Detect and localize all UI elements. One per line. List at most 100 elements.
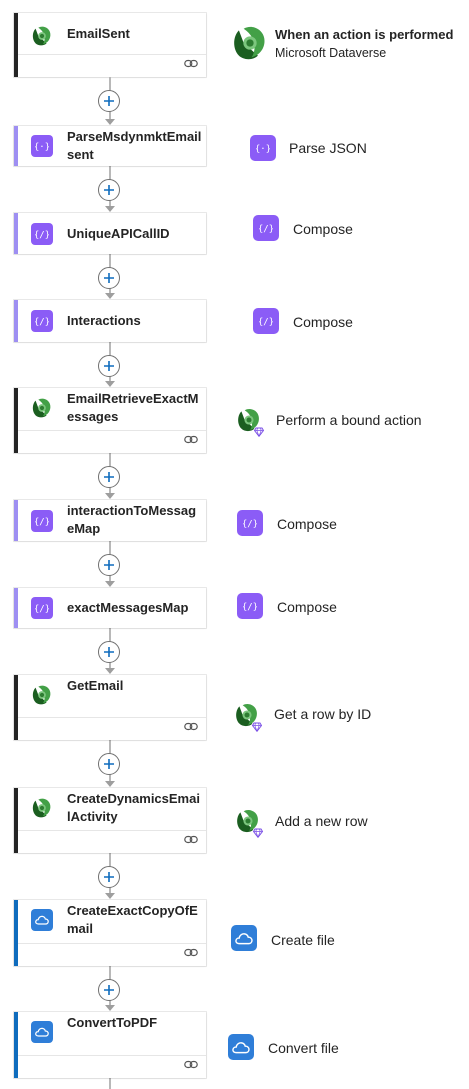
compose-icon: {/} xyxy=(31,223,53,245)
link-icon[interactable] xyxy=(184,944,198,962)
step-side-label: Convert file xyxy=(268,1040,339,1056)
connector-arrow xyxy=(105,206,115,212)
add-step-button[interactable] xyxy=(98,554,120,576)
link-icon[interactable] xyxy=(184,718,198,736)
add-step-button[interactable] xyxy=(98,753,120,775)
step-side-label: Perform a bound action xyxy=(276,412,422,428)
compose-icon: {/} xyxy=(31,597,53,619)
card-title: EmailRetrieveExactMessages xyxy=(67,391,199,424)
connector-arrow xyxy=(105,893,115,899)
card-title: interactionToMessageMap xyxy=(67,503,197,536)
card-title: CreateDynamicsEmailActivity xyxy=(67,791,200,824)
card-footer xyxy=(18,830,206,853)
compose-icon: {/} xyxy=(253,308,279,334)
add-step-button[interactable] xyxy=(98,979,120,1001)
step-side-label: Compose xyxy=(293,221,353,237)
dataverse-icon xyxy=(234,702,260,728)
connector-arrow xyxy=(105,1005,115,1011)
trigger-side-subtitle: Microsoft Dataverse xyxy=(275,46,387,60)
card-interactions[interactable]: {/} Interactions xyxy=(14,300,206,342)
card-footer xyxy=(18,943,206,966)
premium-icon xyxy=(252,825,264,843)
card-title: UniqueAPICallID xyxy=(67,226,170,241)
svg-text:{/}: {/} xyxy=(259,318,273,328)
add-step-button[interactable] xyxy=(98,179,120,201)
connector-arrow xyxy=(105,381,115,387)
svg-text:{·}: {·} xyxy=(35,143,49,153)
card-createact[interactable]: CreateDynamicsEmailActivity xyxy=(14,788,206,853)
step-side-label: Compose xyxy=(277,516,337,532)
svg-text:{/}: {/} xyxy=(243,520,257,530)
svg-text:{·}: {·} xyxy=(256,145,270,155)
step-side-label: Get a row by ID xyxy=(274,706,372,722)
card-parse[interactable]: {·}ParseMsdynmktEmailsent xyxy=(14,126,206,166)
link-icon[interactable] xyxy=(184,1056,198,1074)
card-footer xyxy=(18,54,206,77)
svg-text:{/}: {/} xyxy=(243,603,257,613)
svg-text:{/}: {/} xyxy=(35,605,49,615)
step-side-label: Parse JSON xyxy=(289,140,367,156)
premium-icon xyxy=(251,719,263,737)
add-step-button[interactable] xyxy=(98,267,120,289)
dataverse-icon xyxy=(235,808,261,834)
svg-text:{/}: {/} xyxy=(35,518,49,528)
card-unique[interactable]: {/} UniqueAPICallID xyxy=(14,213,206,254)
add-icon xyxy=(103,984,115,996)
onedrive-icon xyxy=(228,1034,254,1060)
connector-line xyxy=(109,1078,111,1089)
add-icon xyxy=(103,184,115,196)
link-icon[interactable] xyxy=(184,831,198,849)
card-title: ConvertToPDF xyxy=(67,1015,158,1030)
compose-icon: {/} xyxy=(237,510,263,536)
dataverse-icon xyxy=(31,797,53,819)
step-side-label: Add a new row xyxy=(275,813,368,829)
card-email-sent[interactable]: EmailSent xyxy=(14,13,206,77)
add-icon xyxy=(103,758,115,770)
compose-icon: {/} xyxy=(253,215,279,241)
connector-arrow xyxy=(105,119,115,125)
svg-text:{/}: {/} xyxy=(35,318,49,328)
dataverse-icon xyxy=(31,684,53,706)
card-convert[interactable]: ConvertToPDF xyxy=(14,1012,206,1078)
add-step-button[interactable] xyxy=(98,466,120,488)
add-step-button[interactable] xyxy=(98,90,120,112)
card-footer xyxy=(18,430,206,453)
card-title: Interactions xyxy=(67,313,141,328)
connector-arrow xyxy=(105,668,115,674)
parse-json-icon: {·} xyxy=(31,135,53,157)
compose-icon: {/} xyxy=(31,510,53,532)
card-createcopy[interactable]: CreateExactCopyOfEmail xyxy=(14,900,206,966)
trigger-side-title: When an action is performed xyxy=(275,27,454,42)
add-icon xyxy=(103,471,115,483)
connector-arrow xyxy=(105,293,115,299)
card-footer xyxy=(18,1055,206,1078)
add-icon xyxy=(103,360,115,372)
card-footer xyxy=(18,717,206,740)
card-getemail[interactable]: GetEmail xyxy=(14,675,206,740)
connector-arrow xyxy=(105,581,115,587)
svg-text:{/}: {/} xyxy=(259,225,273,235)
add-step-button[interactable] xyxy=(98,866,120,888)
link-icon[interactable] xyxy=(184,431,198,449)
onedrive-icon xyxy=(31,1021,53,1043)
connector-arrow xyxy=(105,493,115,499)
link-icon[interactable] xyxy=(184,55,198,73)
card-imap[interactable]: {/} interactionToMessageMap xyxy=(14,500,206,541)
add-icon xyxy=(103,646,115,658)
dataverse-icon xyxy=(31,25,53,47)
compose-icon: {/} xyxy=(31,310,53,332)
dataverse-icon xyxy=(231,24,269,67)
add-icon xyxy=(103,559,115,571)
card-title: CreateExactCopyOfEmail xyxy=(67,903,198,936)
add-step-button[interactable] xyxy=(98,641,120,663)
dataverse-icon xyxy=(31,397,53,419)
step-side-label: Compose xyxy=(277,599,337,615)
step-side-label: Compose xyxy=(293,314,353,330)
onedrive-icon xyxy=(231,925,257,951)
add-step-button[interactable] xyxy=(98,355,120,377)
onedrive-icon xyxy=(31,909,53,931)
card-retrieve[interactable]: EmailRetrieveExactMessages xyxy=(14,388,206,453)
card-emap[interactable]: {/}exactMessagesMap xyxy=(14,588,206,628)
step-side-label: Create file xyxy=(271,932,335,948)
